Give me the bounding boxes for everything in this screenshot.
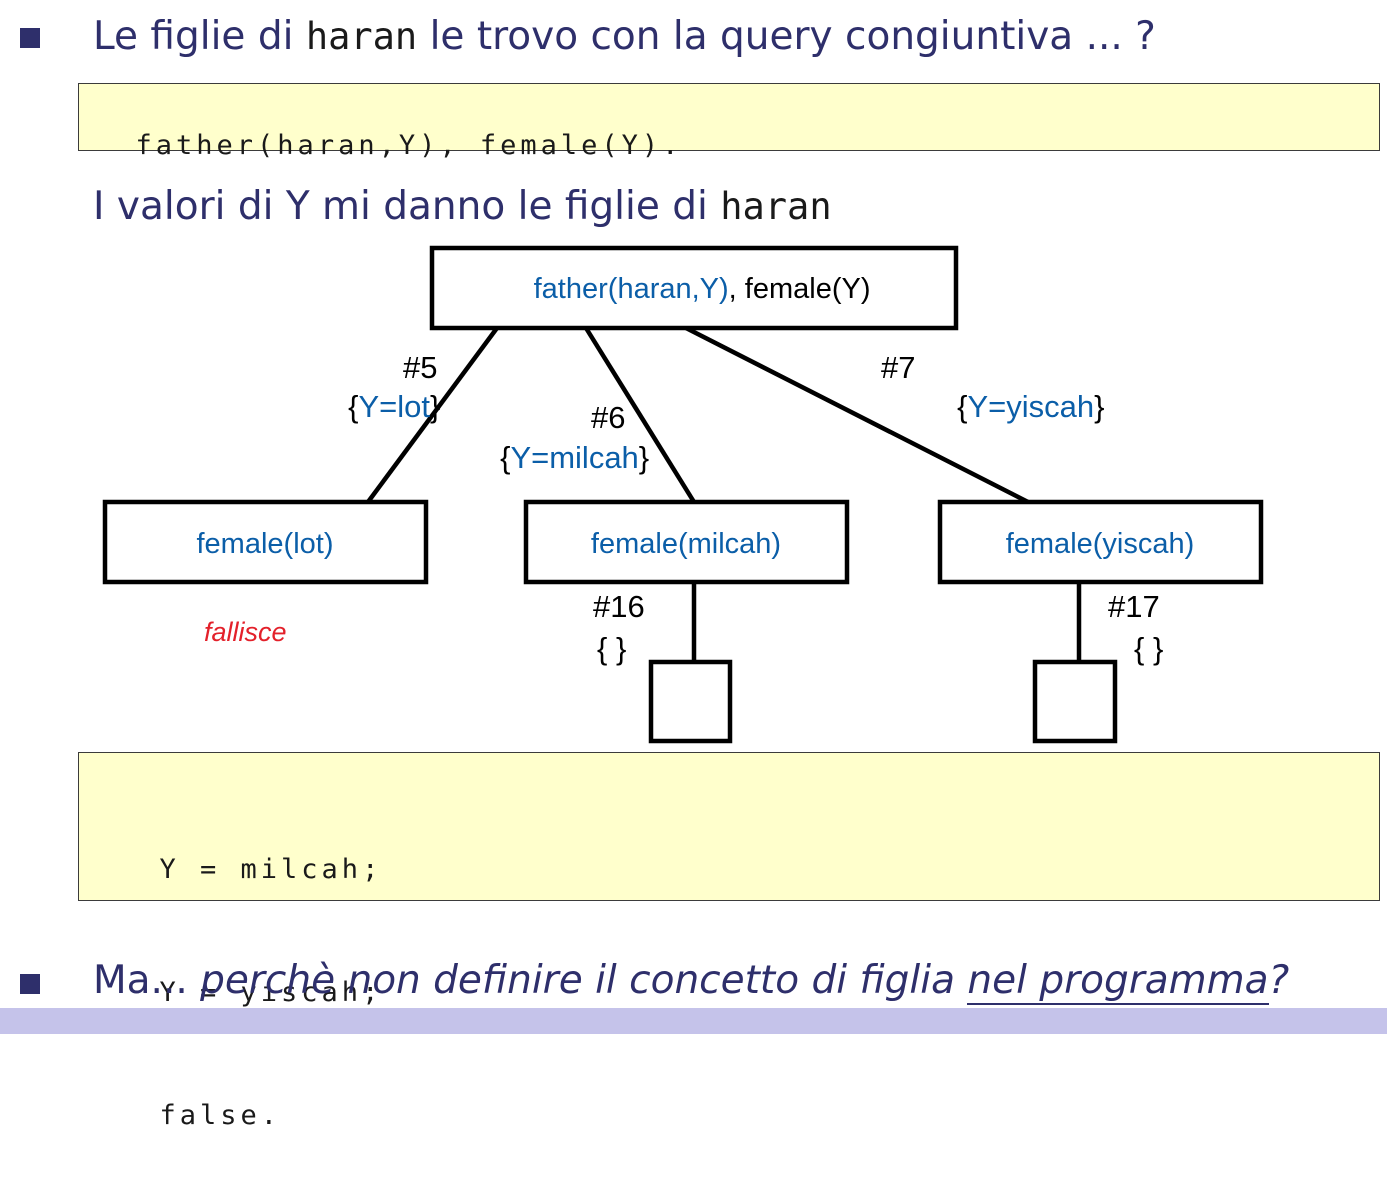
question-line-1: Le figlie di haran le trovo con la query… xyxy=(93,14,1156,59)
explanation-line: I valori di Y mi danno le figlie di hara… xyxy=(93,184,832,229)
child-node-lot xyxy=(102,499,429,585)
child-node-lot-label: female(lot) xyxy=(197,528,334,560)
bullet-1 xyxy=(20,28,40,48)
bullet-2 xyxy=(20,974,40,994)
subst-yiscah-open: { xyxy=(957,389,967,424)
explanation-prefix: I valori di Y mi danno le figlie di xyxy=(93,184,721,229)
query-code: father(haran,Y), female(Y). xyxy=(135,130,683,161)
subst-label-lot: {Y=lot} xyxy=(305,389,466,424)
rule-label-6: #6 xyxy=(591,400,625,435)
subst-lot-open: { xyxy=(348,389,358,424)
question-line-2: Ma... perchè non definire il concetto di… xyxy=(93,958,1290,1005)
child-node-yiscah-label: female(yiscah) xyxy=(1006,528,1195,560)
empty-clause-milcah xyxy=(648,659,733,744)
root-separator: , xyxy=(729,273,745,305)
subst-label-empty-17: { } xyxy=(1134,631,1163,666)
root-node xyxy=(429,245,959,331)
subst-yiscah-close: } xyxy=(1094,389,1104,424)
empty-clause-yiscah xyxy=(1032,659,1118,744)
child-node-milcah xyxy=(523,499,850,585)
answer-line: Y = milcah; xyxy=(119,854,383,885)
subst-label-yiscah: {Y=yiscah} xyxy=(914,389,1130,424)
question-1-code: haran xyxy=(305,15,418,58)
subst-lot-close: } xyxy=(430,389,440,424)
sld-tree-diagram: father(haran,Y), female(Y) female(lot) f… xyxy=(102,245,1264,744)
child-node-yiscah xyxy=(937,499,1264,585)
question-2-end: ? xyxy=(1268,958,1290,1003)
question-2-underlined: nel programma xyxy=(967,958,1269,1005)
answers-codebox: Y = milcah; Y = yiscah; false. xyxy=(78,752,1380,1131)
root-goal-2: female(Y) xyxy=(745,273,871,305)
subst-label-empty-16: { } xyxy=(597,631,626,666)
question-1-suffix: le trovo con la query congiuntiva ... ? xyxy=(417,14,1156,59)
question-2-italic: perchè non definire il concetto di figli… xyxy=(200,958,968,1003)
explanation-code: haran xyxy=(720,185,832,228)
rule-label-17: #17 xyxy=(1108,589,1160,624)
question-2-normal: Ma... xyxy=(93,958,201,1003)
rule-label-5: #5 xyxy=(403,350,437,385)
edge-root-milcah xyxy=(584,326,696,504)
rule-label-7: #7 xyxy=(881,350,915,385)
rule-label-16: #16 xyxy=(593,589,645,624)
footer-bar xyxy=(0,1008,1387,1034)
edge-root-yiscah xyxy=(684,325,1030,505)
query-codebox: father(haran,Y), female(Y). xyxy=(78,83,1380,161)
subst-yiscah-value: Y=yiscah xyxy=(967,389,1094,424)
root-node-label: father(haran,Y), female(Y) xyxy=(493,273,894,305)
subst-label-milcah: {Y=milcah} xyxy=(457,440,675,475)
subst-lot-value: Y=lot xyxy=(358,389,430,424)
fail-label: fallisce xyxy=(204,617,287,647)
root-goal-1: father(haran,Y) xyxy=(534,273,729,305)
edge-root-lot xyxy=(366,326,499,504)
answer-line: Y = yiscah; xyxy=(119,977,383,1008)
answer-line: false. xyxy=(119,1100,282,1131)
subst-milcah-value: Y=milcah xyxy=(510,440,638,475)
question-1-prefix: Le figlie di xyxy=(93,14,306,59)
subst-milcah-open: { xyxy=(500,440,510,475)
child-node-milcah-label: female(milcah) xyxy=(591,528,781,560)
subst-milcah-close: } xyxy=(639,440,649,475)
